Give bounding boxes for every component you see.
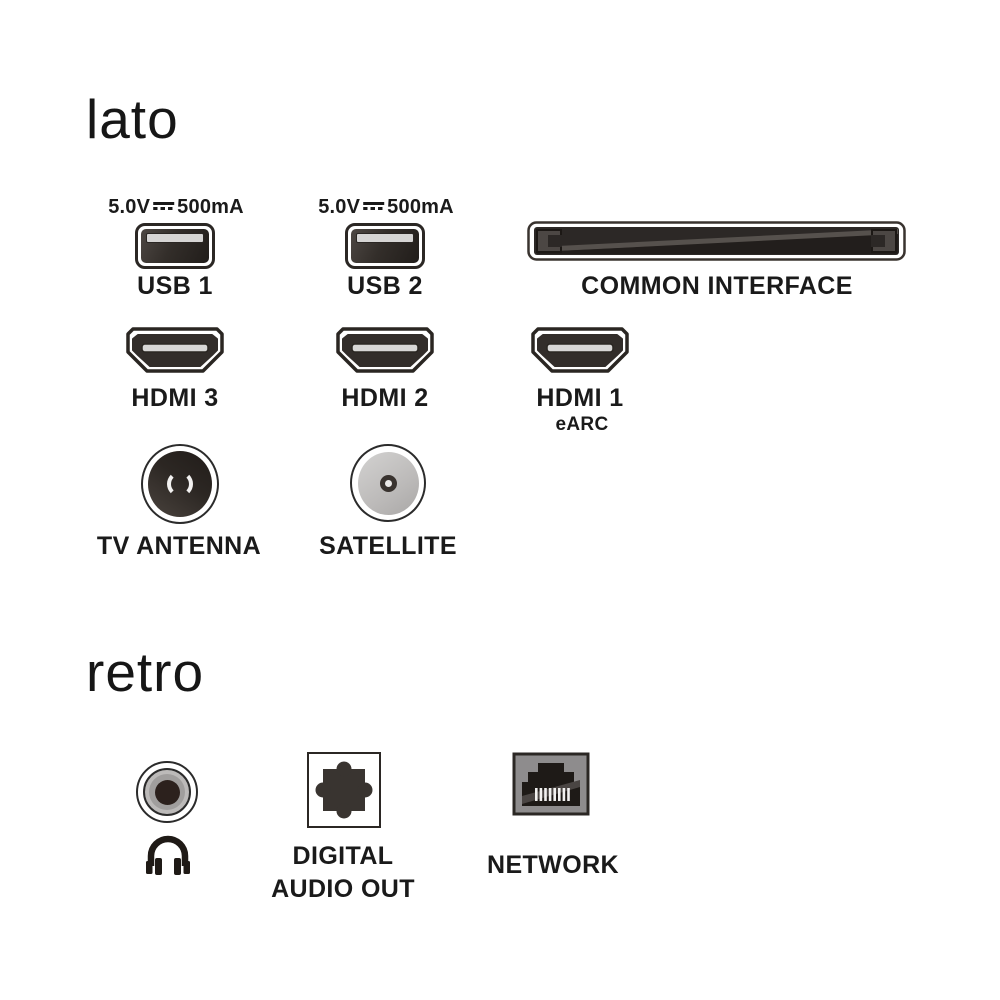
network-label: NETWORK bbox=[487, 851, 619, 879]
usb1-power-suffix: 500mA bbox=[177, 196, 244, 218]
ci-slot-icon bbox=[527, 221, 906, 266]
digital-audio-out-label: DIGITAL AUDIO OUT bbox=[271, 840, 415, 906]
usb-port-icon bbox=[135, 223, 215, 269]
satellite-label: SATELLITE bbox=[319, 532, 457, 560]
usb-port-icon bbox=[345, 223, 425, 269]
hdmi-port-icon bbox=[530, 327, 630, 380]
usb2-power-suffix: 500mA bbox=[387, 196, 454, 218]
hdmi-port-icon bbox=[125, 327, 225, 380]
usb2-power-label: 5.0V 500mA bbox=[318, 196, 454, 219]
usb2-label: USB 2 bbox=[347, 272, 423, 300]
usb1-power-label: 5.0V 500mA bbox=[108, 196, 244, 219]
hdmi-port-icon bbox=[335, 327, 435, 380]
rear-section-title: retro bbox=[86, 641, 205, 703]
side-section-title: lato bbox=[86, 88, 179, 150]
dc-symbol-icon bbox=[363, 201, 385, 210]
common-interface-label: COMMON INTERFACE bbox=[581, 272, 853, 300]
hdmi3-label: HDMI 3 bbox=[131, 384, 219, 412]
hdmi1-label: HDMI 1 bbox=[536, 384, 624, 412]
hdmi2-label: HDMI 2 bbox=[341, 384, 429, 412]
usb2-power-prefix: 5.0V bbox=[318, 196, 361, 218]
digital-audio-out-line1: DIGITAL bbox=[292, 842, 394, 870]
satellite-f-connector-icon bbox=[350, 444, 426, 522]
usb1-label: USB 1 bbox=[137, 272, 213, 300]
coax-antenna-icon bbox=[141, 444, 219, 524]
toslink-optical-icon bbox=[307, 752, 381, 828]
usb1-power-prefix: 5.0V bbox=[108, 196, 151, 218]
rj45-ethernet-icon bbox=[512, 752, 590, 821]
hdmi1-earc-sublabel: eARC bbox=[555, 414, 609, 435]
tv-antenna-label: TV ANTENNA bbox=[96, 532, 262, 560]
headphone-jack-icon bbox=[136, 761, 198, 823]
headphones-icon bbox=[143, 833, 193, 886]
dc-symbol-icon bbox=[153, 201, 175, 210]
digital-audio-out-line2: AUDIO OUT bbox=[271, 875, 415, 903]
